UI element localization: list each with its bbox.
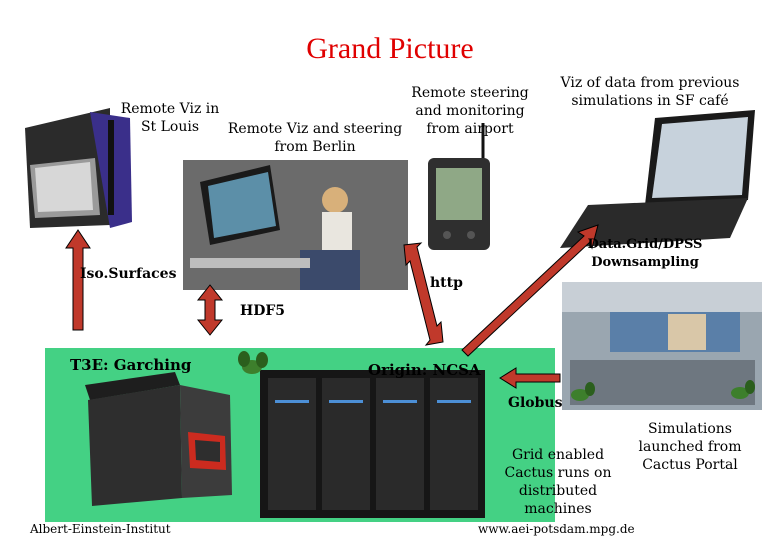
footer-left: Albert-Einstein-Institut [30,520,180,538]
palm-device-image [428,123,490,250]
label-simulations: Simulations launched from Cactus Portal [630,420,750,474]
berlin-workstation-image [183,160,408,290]
label-datagrid: Data.Grid/DPSS Downsampling [575,236,715,272]
footer-right: www.aei-potsdam.mpg.de [478,520,638,538]
arrow-globus [500,368,560,388]
label-grid-enabled: Grid enabled Cactus runs on distributed … [493,446,623,518]
arrow-bidirectional-http [404,243,443,345]
label-remote-viz-berlin: Remote Viz and steering from Berlin [225,120,405,156]
label-iso-surfaces: Iso.Surfaces [80,265,180,283]
label-t3e: T3E: Garching [70,356,200,374]
laptop-image [560,110,755,248]
label-remote-viz-st-louis: Remote Viz in St Louis [110,100,230,136]
label-hdf5: HDF5 [240,302,300,320]
label-viz-sf-cafe: Viz of data from previous simulations in… [550,74,750,110]
arrow-bidirectional-hdf5 [198,285,222,335]
label-origin: Origin: NCSA [368,361,488,379]
t3e-supercomputer-image [85,372,232,506]
origin-racks-image [260,370,485,518]
label-globus: Globus [508,394,568,412]
label-remote-steering-airport: Remote steering and monitoring from airp… [405,84,535,138]
label-http: http [430,274,480,292]
